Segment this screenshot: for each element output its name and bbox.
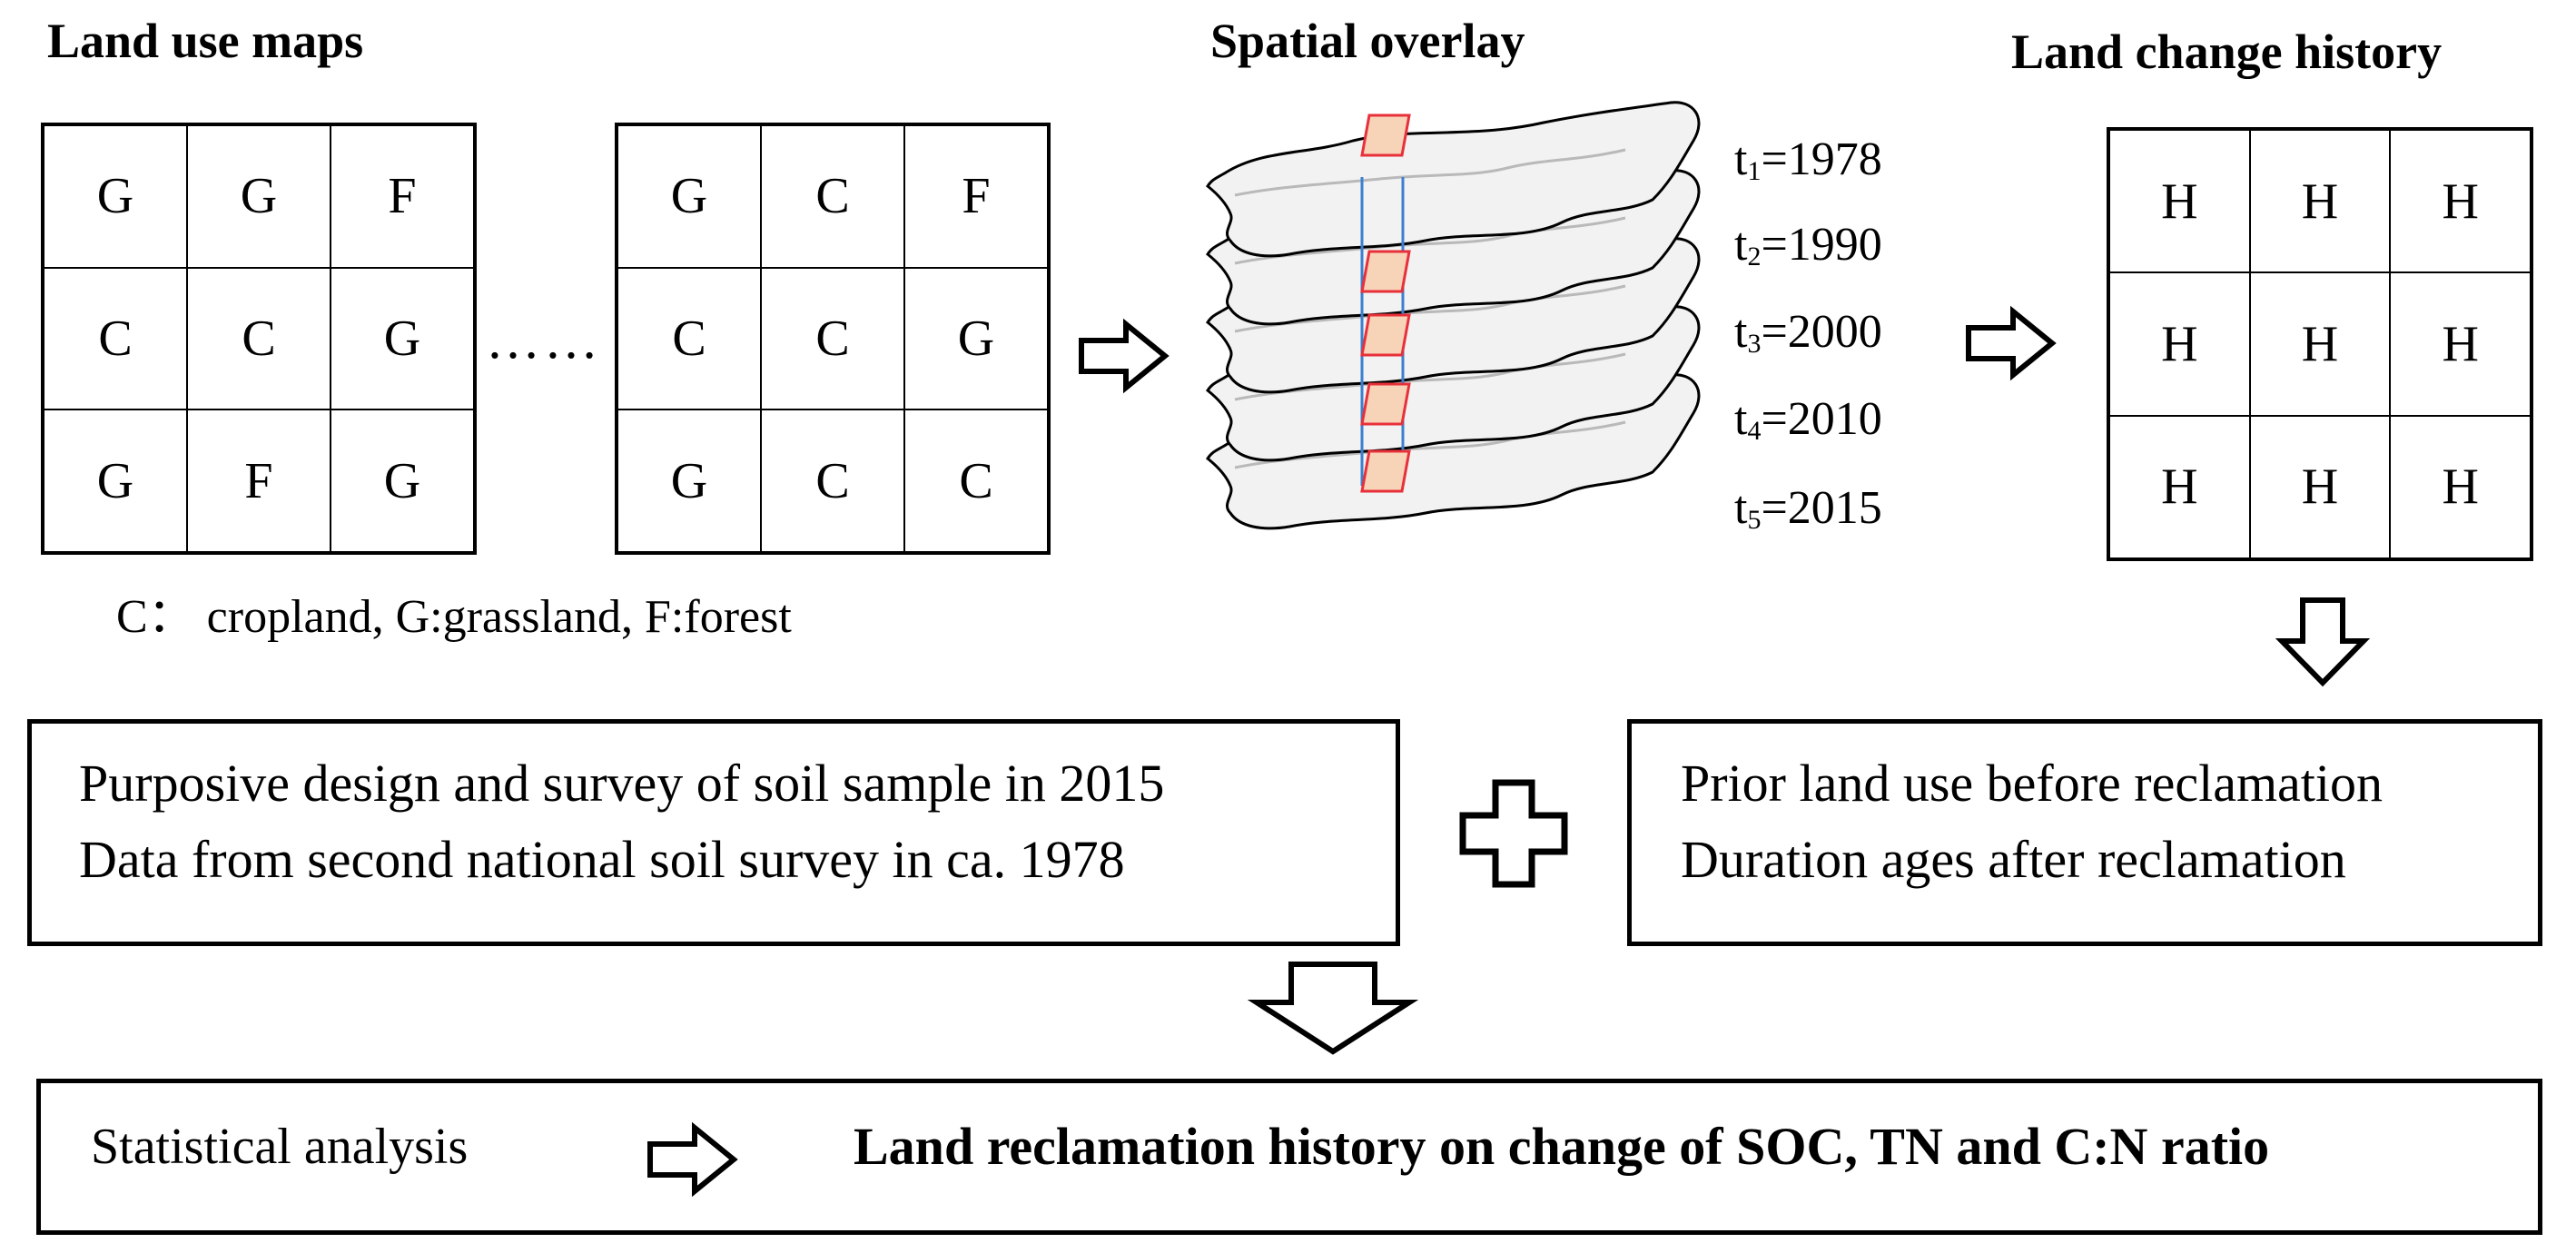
time-label-t4: t4=2010 <box>1734 392 1882 447</box>
title-land-change-history: Land change history <box>2011 25 2443 79</box>
plus-icon <box>1459 779 1568 888</box>
map-cell: C <box>617 267 761 410</box>
time-value: =2015 <box>1761 482 1882 534</box>
layer-boundary <box>1234 352 1626 401</box>
map-cell: F <box>904 125 1048 268</box>
time-subscript: 1 <box>1747 156 1762 186</box>
history-cell: H <box>2390 415 2531 558</box>
map-cell: G <box>904 267 1048 410</box>
time-subscript: 4 <box>1747 416 1762 446</box>
map-cell: C <box>187 267 331 410</box>
map-cell: G <box>617 125 761 268</box>
time-symbol: t <box>1734 393 1748 445</box>
map-cell: C <box>761 267 904 410</box>
time-subscript: 3 <box>1747 329 1762 359</box>
land-use-map-2: G C F C C G G C C <box>615 123 1051 555</box>
survey-box: Purposive design and survey of soil samp… <box>27 719 1400 946</box>
map-cell: C <box>761 125 904 268</box>
time-label-t2: t2=1990 <box>1734 218 1882 272</box>
sample-patch <box>1360 113 1411 157</box>
time-value: =1978 <box>1761 133 1882 185</box>
arrow-right-icon <box>1079 318 1170 394</box>
land-use-map-1: G G F C C G G F G <box>41 123 477 555</box>
history-cell: H <box>2390 272 2531 416</box>
arrow-down-icon <box>1247 962 1419 1055</box>
map-cell: F <box>331 125 474 268</box>
map-cell: C <box>761 409 904 552</box>
map-cell: G <box>617 409 761 552</box>
history-cell: H <box>2390 130 2531 273</box>
arrow-right-icon <box>647 1121 738 1198</box>
time-value: =2000 <box>1761 306 1882 358</box>
arrow-down-icon <box>2275 597 2371 687</box>
map-cell: G <box>187 125 331 268</box>
history-cell: H <box>2109 415 2250 558</box>
statistical-analysis-label: Statistical analysis <box>91 1119 469 1175</box>
title-land-use-maps: Land use maps <box>47 14 364 68</box>
title-spatial-overlay: Spatial overlay <box>1210 14 1525 68</box>
sample-patch <box>1360 250 1411 293</box>
layer-outline <box>1206 101 1701 258</box>
history-cell: H <box>2249 130 2391 273</box>
map-cell: G <box>44 125 187 268</box>
map-cell: F <box>187 409 331 552</box>
time-symbol: t <box>1734 482 1748 534</box>
time-subscript: 2 <box>1747 242 1762 271</box>
history-cell: H <box>2249 272 2391 416</box>
sample-patch <box>1360 313 1411 357</box>
result-label: Land reclamation history on change of SO… <box>854 1117 2270 1176</box>
prior-line-1: Prior land use before reclamation <box>1681 754 2384 813</box>
time-label-t5: t5=2015 <box>1734 481 1882 536</box>
map-cell: G <box>331 267 474 410</box>
spatial-overlay-stack <box>1206 101 1701 530</box>
ellipsis: …… <box>486 310 602 370</box>
time-symbol: t <box>1734 133 1748 185</box>
time-label-t1: t1=1978 <box>1734 133 1882 187</box>
history-cell: H <box>2249 415 2391 558</box>
time-subscript: 5 <box>1747 505 1762 535</box>
time-symbol: t <box>1734 306 1748 358</box>
survey-line-1: Purposive design and survey of soil samp… <box>79 754 1165 813</box>
map-cell: C <box>44 267 187 410</box>
time-value: =1990 <box>1761 219 1882 271</box>
time-symbol: t <box>1734 219 1748 271</box>
history-cell: H <box>2109 272 2250 416</box>
time-value: =2010 <box>1761 393 1882 445</box>
layer-boundary <box>1234 148 1626 197</box>
layer-boundary <box>1234 284 1626 333</box>
map-cell: C <box>904 409 1048 552</box>
survey-line-2: Data from second national soil survey in… <box>79 830 1125 889</box>
legend: C： cropland, G:grassland, F:forest <box>116 591 792 643</box>
prior-land-use-box: Prior land use before reclamation Durati… <box>1627 719 2542 946</box>
history-cell: H <box>2109 130 2250 273</box>
map-cell: G <box>331 409 474 552</box>
overlay-layer-1 <box>1206 101 1701 258</box>
arrow-right-icon <box>1966 305 2057 381</box>
map-cell: G <box>44 409 187 552</box>
time-label-t3: t3=2000 <box>1734 305 1882 360</box>
layer-boundary <box>1234 216 1626 265</box>
result-box: Statistical analysis Land reclamation hi… <box>36 1079 2542 1235</box>
sample-patch <box>1360 449 1411 493</box>
layer-boundary <box>1234 420 1626 469</box>
land-change-history-grid: H H H H H H H H H <box>2107 127 2533 561</box>
sample-patch <box>1360 382 1411 426</box>
prior-line-2: Duration ages after reclamation <box>1681 830 2346 889</box>
